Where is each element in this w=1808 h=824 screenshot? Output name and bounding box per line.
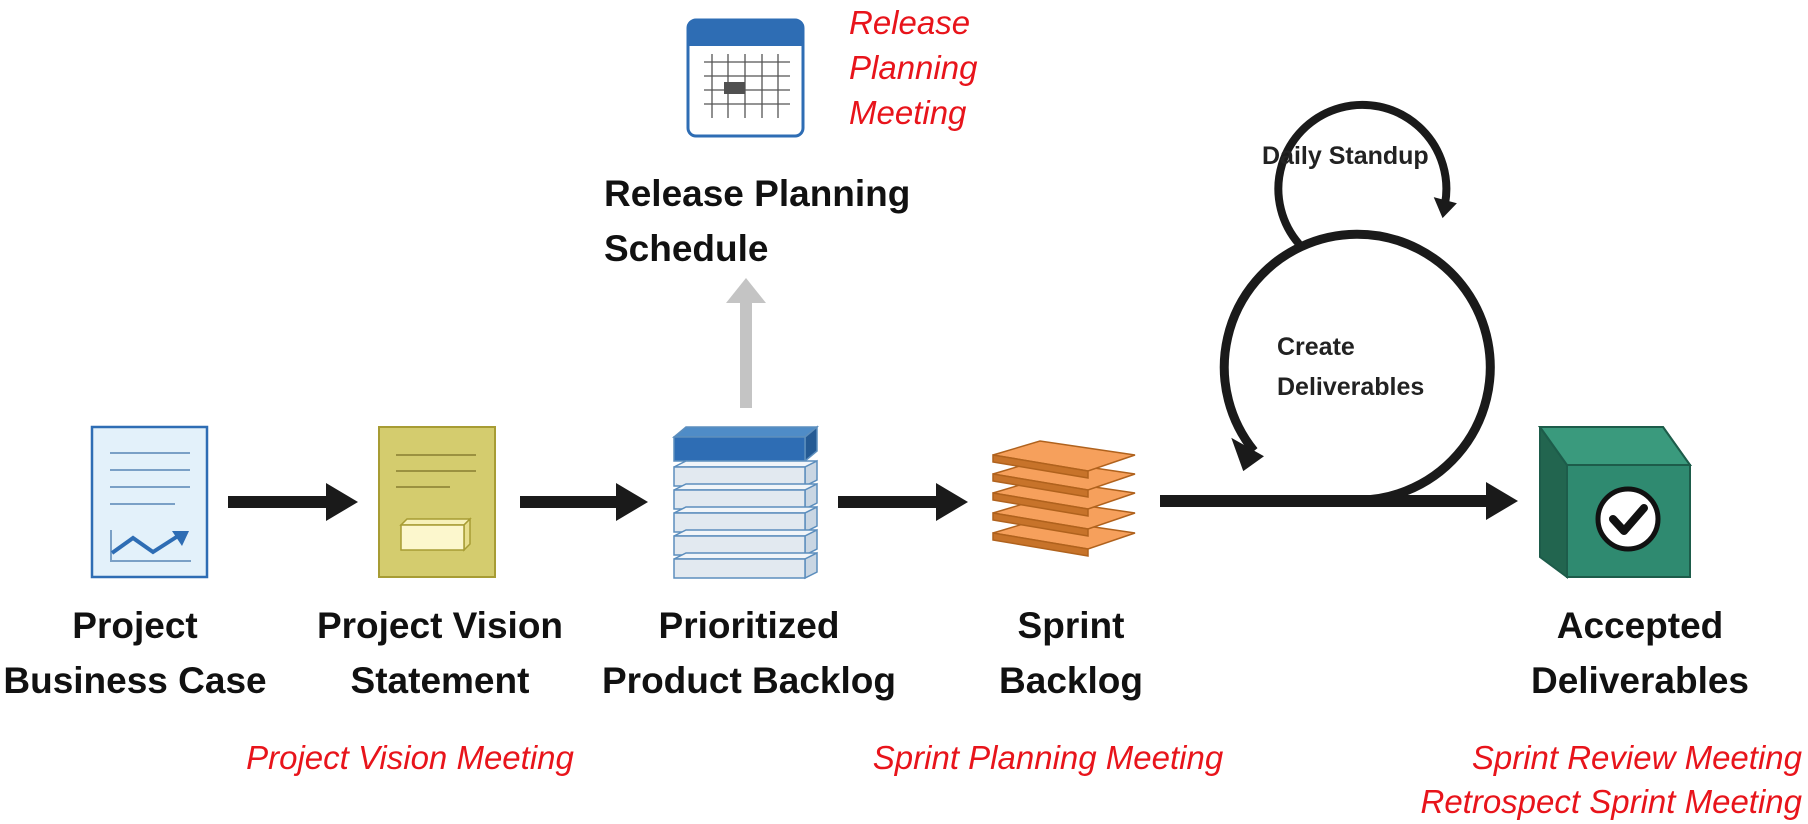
sprint-review-meeting-label: Sprint Review Meeting Retrospect Sprint … [1420, 739, 1802, 820]
release-up-arrow [726, 278, 766, 408]
calendar-icon [686, 18, 805, 138]
flow-arrow-4 [1160, 482, 1518, 520]
accepted-deliverables-label: Accepted Deliverables [1530, 605, 1750, 701]
release-planning-schedule-label: Release Planning Schedule [604, 173, 911, 269]
product-backlog-label: Prioritized Product Backlog [602, 605, 896, 701]
daily-standup-label: Daily Standup [1262, 142, 1429, 170]
create-deliverables-label: Create Deliverables [1277, 333, 1425, 401]
product-backlog-stack-icon [671, 425, 820, 580]
vision-statement-document-icon [378, 426, 496, 578]
project-vision-meeting-label: Project Vision Meeting [246, 739, 574, 776]
daily-standup-loop [1274, 100, 1457, 247]
vision-statement-label: Project Vision Statement [316, 605, 564, 701]
flow-arrow-1 [228, 483, 358, 521]
business-case-document-icon [90, 425, 209, 579]
business-case-label: Project Business Case [3, 605, 267, 701]
accepted-deliverables-box-icon [1538, 426, 1692, 579]
release-planning-meeting-label: Release Planning Meeting [849, 4, 978, 131]
sprint-planning-meeting-label: Sprint Planning Meeting [872, 739, 1224, 776]
flow-arrow-3 [838, 483, 968, 521]
flow-arrow-2 [520, 483, 648, 521]
sprint-backlog-layers-icon [992, 440, 1136, 557]
create-deliverables-loop [1219, 229, 1495, 505]
sprint-backlog-label: Sprint Backlog [999, 605, 1143, 701]
